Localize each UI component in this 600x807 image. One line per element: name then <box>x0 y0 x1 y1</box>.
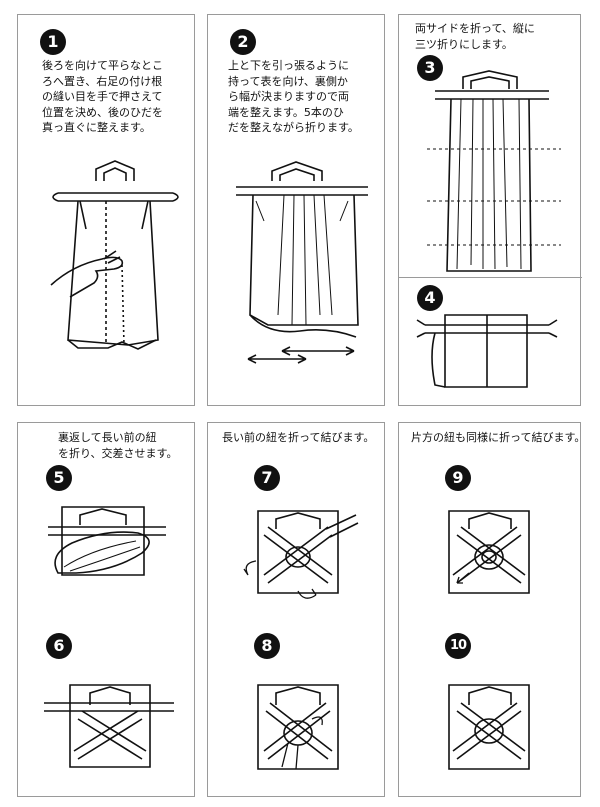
step-2-illustration <box>208 15 386 407</box>
step-7-illustration <box>208 423 386 798</box>
step-5-instructions: 裏返して長い前の紐 を折り、交差させます。 <box>58 431 178 460</box>
step-3-number: 3 <box>417 55 443 81</box>
step-7-number: 7 <box>254 465 280 491</box>
step-1-panel: 1 後ろを向けて平らなとこ ろへ置き、右足の付け根 の縫い目を手で押さえて 位置… <box>17 14 195 406</box>
step-7-8-panel: 長い前の紐を折って結びます。 7 8 <box>207 422 385 797</box>
step-3-4-panel: 両サイドを折って、縦に 三ツ折りにします。 3 4 <box>398 14 582 407</box>
step-9-illustration <box>399 423 582 798</box>
step-2-instructions: 上と下を引っ張るように 持って表を向け、裏側か ら幅が決まりますので両 端を整え… <box>228 59 359 134</box>
step-8-illustration <box>208 423 386 798</box>
step-3-instructions: 両サイドを折って、縦に 三ツ折りにします。 <box>415 22 535 51</box>
step-5-illustration <box>18 423 196 798</box>
step-4-number: 4 <box>417 285 443 311</box>
step-2-panel: 2 上と下を引っ張るように 持って表を向け、裏側か ら幅が決まりますので両 端を… <box>207 14 385 406</box>
step-2-number: 2 <box>230 29 256 55</box>
step-6-number: 6 <box>46 633 72 659</box>
step-9-instructions: 片方の紐も同様に折って結びます。 <box>411 431 586 444</box>
step-1-instructions: 後ろを向けて平らなとこ ろへ置き、右足の付け根 の縫い目を手で押さえて 位置を決… <box>42 59 163 134</box>
step-8-number: 8 <box>254 633 280 659</box>
step-10-illustration <box>399 423 582 798</box>
step-5-6-panel: 裏返して長い前の紐 を折り、交差させます。 5 6 <box>17 422 195 797</box>
step-5-number: 5 <box>46 465 72 491</box>
step-6-illustration <box>18 423 196 798</box>
step-10-number: 10 <box>445 633 471 659</box>
step-7-instructions: 長い前の紐を折って結びます。 <box>222 431 375 444</box>
step-4-illustration <box>399 15 582 407</box>
step-3-illustration <box>399 15 582 407</box>
step-9-number: 9 <box>445 465 471 491</box>
step-1-illustration <box>18 15 196 407</box>
step-1-number: 1 <box>40 29 66 55</box>
step-9-10-panel: 片方の紐も同様に折って結びます。 9 10 <box>398 422 585 798</box>
